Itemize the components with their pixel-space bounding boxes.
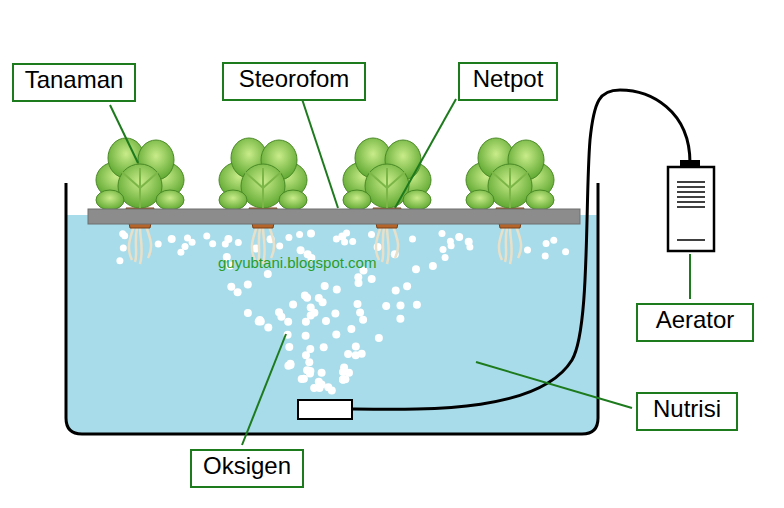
oxygen-bubble: [116, 257, 123, 264]
oxygen-bubble: [203, 233, 210, 240]
oxygen-bubble: [285, 343, 293, 351]
oxygen-bubble: [403, 282, 411, 290]
oxygen-bubble: [397, 302, 405, 310]
oxygen-bubble: [189, 239, 196, 246]
callout-text: Steorofom: [239, 65, 350, 92]
oxygen-bubble: [343, 230, 350, 237]
callout-box: Aerator: [636, 303, 754, 342]
oxygen-bubble: [562, 248, 569, 255]
oxygen-bubble: [332, 330, 340, 338]
oxygen-bubble: [368, 275, 376, 283]
oxygen-bubble: [264, 270, 272, 278]
oxygen-bubble: [344, 350, 352, 358]
oxygen-bubble: [543, 240, 550, 247]
oxygen-bubble: [300, 375, 308, 383]
oxygen-bubble: [439, 230, 446, 237]
oxygen-bubble: [315, 294, 323, 302]
oxygen-bubble: [264, 324, 272, 332]
oxygen-bubble: [324, 383, 332, 391]
oxygen-bubble: [318, 369, 326, 377]
oxygen-bubble: [356, 308, 364, 316]
oxygen-bubble: [339, 376, 347, 384]
callout-box: Oksigen: [190, 449, 304, 488]
oxygen-bubble: [306, 345, 314, 353]
oxygen-bubble: [320, 343, 328, 351]
oxygen-bubble: [347, 325, 355, 333]
oxygen-bubble: [368, 231, 375, 238]
callout-text: Nutrisi: [653, 395, 721, 422]
oxygen-bubble: [244, 309, 252, 317]
oxygen-bubble: [382, 302, 390, 310]
oxygen-bubble: [182, 243, 189, 250]
oxygen-bubble: [168, 235, 176, 243]
oxygen-bubble: [359, 316, 367, 324]
callout-text: Oksigen: [203, 452, 291, 479]
oxygen-bubble: [289, 301, 297, 309]
watermark: guyubtani.blogspot.com: [218, 254, 376, 271]
oxygen-bubble: [429, 262, 437, 270]
oxygen-bubble: [255, 318, 263, 326]
oxygen-bubble: [285, 234, 292, 241]
oxygen-bubble: [244, 281, 252, 289]
oxygen-bubble: [409, 236, 416, 243]
oxygen-bubble: [440, 246, 447, 253]
oxygen-bubble: [297, 246, 305, 254]
callout-text: Netpot: [473, 65, 544, 92]
oxygen-bubble: [234, 288, 242, 296]
oxygen-bubble: [333, 286, 341, 294]
oxygen-bubble: [392, 286, 400, 294]
oxygen-bubble: [284, 318, 292, 326]
oxygen-bubble: [341, 238, 348, 245]
oxygen-bubble: [542, 253, 549, 260]
oxygen-bubble: [321, 282, 329, 290]
oxygen-bubble: [222, 241, 229, 248]
oxygen-bubble: [305, 358, 313, 366]
oxygen-bubble: [375, 334, 383, 342]
callout-text: Tanaman: [25, 66, 124, 93]
oxygen-bubble: [352, 351, 360, 359]
oxygen-bubble: [354, 273, 362, 281]
oxygen-bubble: [331, 310, 339, 318]
oxygen-bubble: [466, 244, 473, 251]
oxygen-bubble: [354, 300, 362, 308]
oxygen-bubble: [302, 332, 310, 340]
oxygen-bubble: [455, 233, 463, 241]
oxygen-bubble: [413, 301, 421, 309]
oxygen-bubble: [296, 231, 303, 238]
oxygen-bubble: [315, 378, 323, 386]
oxygen-bubble: [345, 369, 353, 377]
oxygen-bubble: [227, 283, 235, 291]
oxygen-bubble: [276, 243, 283, 250]
oxygen-bubble: [307, 230, 315, 238]
oxygen-bubble: [396, 315, 404, 323]
callout-box: Nutrisi: [636, 392, 738, 431]
oxygen-bubble: [442, 254, 449, 261]
callout-box: Netpot: [458, 62, 558, 101]
callout-box: Tanaman: [12, 63, 136, 102]
oxygen-bubble: [277, 313, 285, 321]
callout-text: Aerator: [656, 306, 735, 333]
oxygen-bubble: [307, 304, 315, 312]
oxygen-bubble: [349, 238, 356, 245]
callout-box: Steorofom: [222, 62, 366, 101]
oxygen-bubble: [121, 232, 128, 239]
oxygen-bubble: [310, 384, 318, 392]
oxygen-bubble: [284, 362, 292, 370]
oxygen-bubble: [301, 292, 309, 300]
oxygen-bubble: [550, 237, 557, 244]
oxygen-bubble: [412, 265, 420, 273]
oxygen-bubble: [306, 367, 314, 375]
oxygen-bubble: [333, 235, 340, 242]
oxygen-bubble: [448, 242, 455, 249]
oxygen-bubble: [155, 241, 162, 248]
oxygen-bubble: [524, 247, 531, 254]
oxygen-bubble: [235, 239, 242, 246]
oxygen-bubble: [177, 249, 184, 256]
oxygen-bubble: [322, 317, 330, 325]
oxygen-bubble: [209, 240, 216, 247]
oxygen-bubble: [120, 245, 127, 252]
oxygen-bubble: [352, 343, 360, 351]
oxygen-bubble: [302, 318, 310, 326]
